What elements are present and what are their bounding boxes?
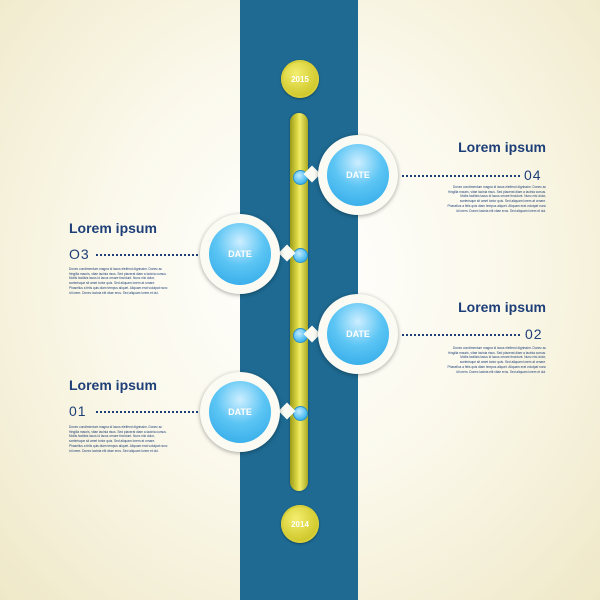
year-badge-top: 2015	[281, 60, 319, 98]
date-label-04: DATE	[327, 144, 389, 206]
entry-number-02: 02	[525, 326, 543, 342]
entry-text-04: Donec condimentum magna id lacus eleifen…	[447, 185, 546, 213]
date-bubble-03: DATE	[200, 214, 280, 294]
entry-text-01: Donec condimentum magna id lacus eleifen…	[69, 425, 168, 453]
entry-title-02: Lorem ipsum	[458, 299, 546, 315]
leader-line-01	[96, 411, 198, 413]
year-badge-bottom: 2014	[281, 505, 319, 543]
date-label-02: DATE	[327, 303, 389, 365]
date-label-01: DATE	[209, 381, 271, 443]
entry-number-01: 01	[69, 403, 87, 419]
leader-line-04	[402, 175, 520, 177]
entry-title-04: Lorem ipsum	[458, 139, 546, 155]
entry-title-03: Lorem ipsum	[69, 220, 157, 236]
timeline-marker-01	[293, 406, 308, 421]
date-bubble-02: DATE	[318, 294, 398, 374]
leader-line-03	[96, 254, 198, 256]
entry-text-02: Donec condimentum magna id lacus eleifen…	[447, 346, 546, 374]
entry-text-03: Donec condimentum magna id lacus eleifen…	[69, 267, 168, 295]
leader-line-02	[402, 334, 520, 336]
entry-number-03: O3	[69, 246, 90, 262]
timeline-bar	[290, 113, 308, 491]
date-bubble-04: DATE	[318, 135, 398, 215]
timeline-marker-03	[293, 248, 308, 263]
entry-number-04: 04	[524, 167, 542, 183]
date-label-03: DATE	[209, 223, 271, 285]
date-bubble-01: DATE	[200, 372, 280, 452]
entry-title-01: Lorem ipsum	[69, 377, 157, 393]
